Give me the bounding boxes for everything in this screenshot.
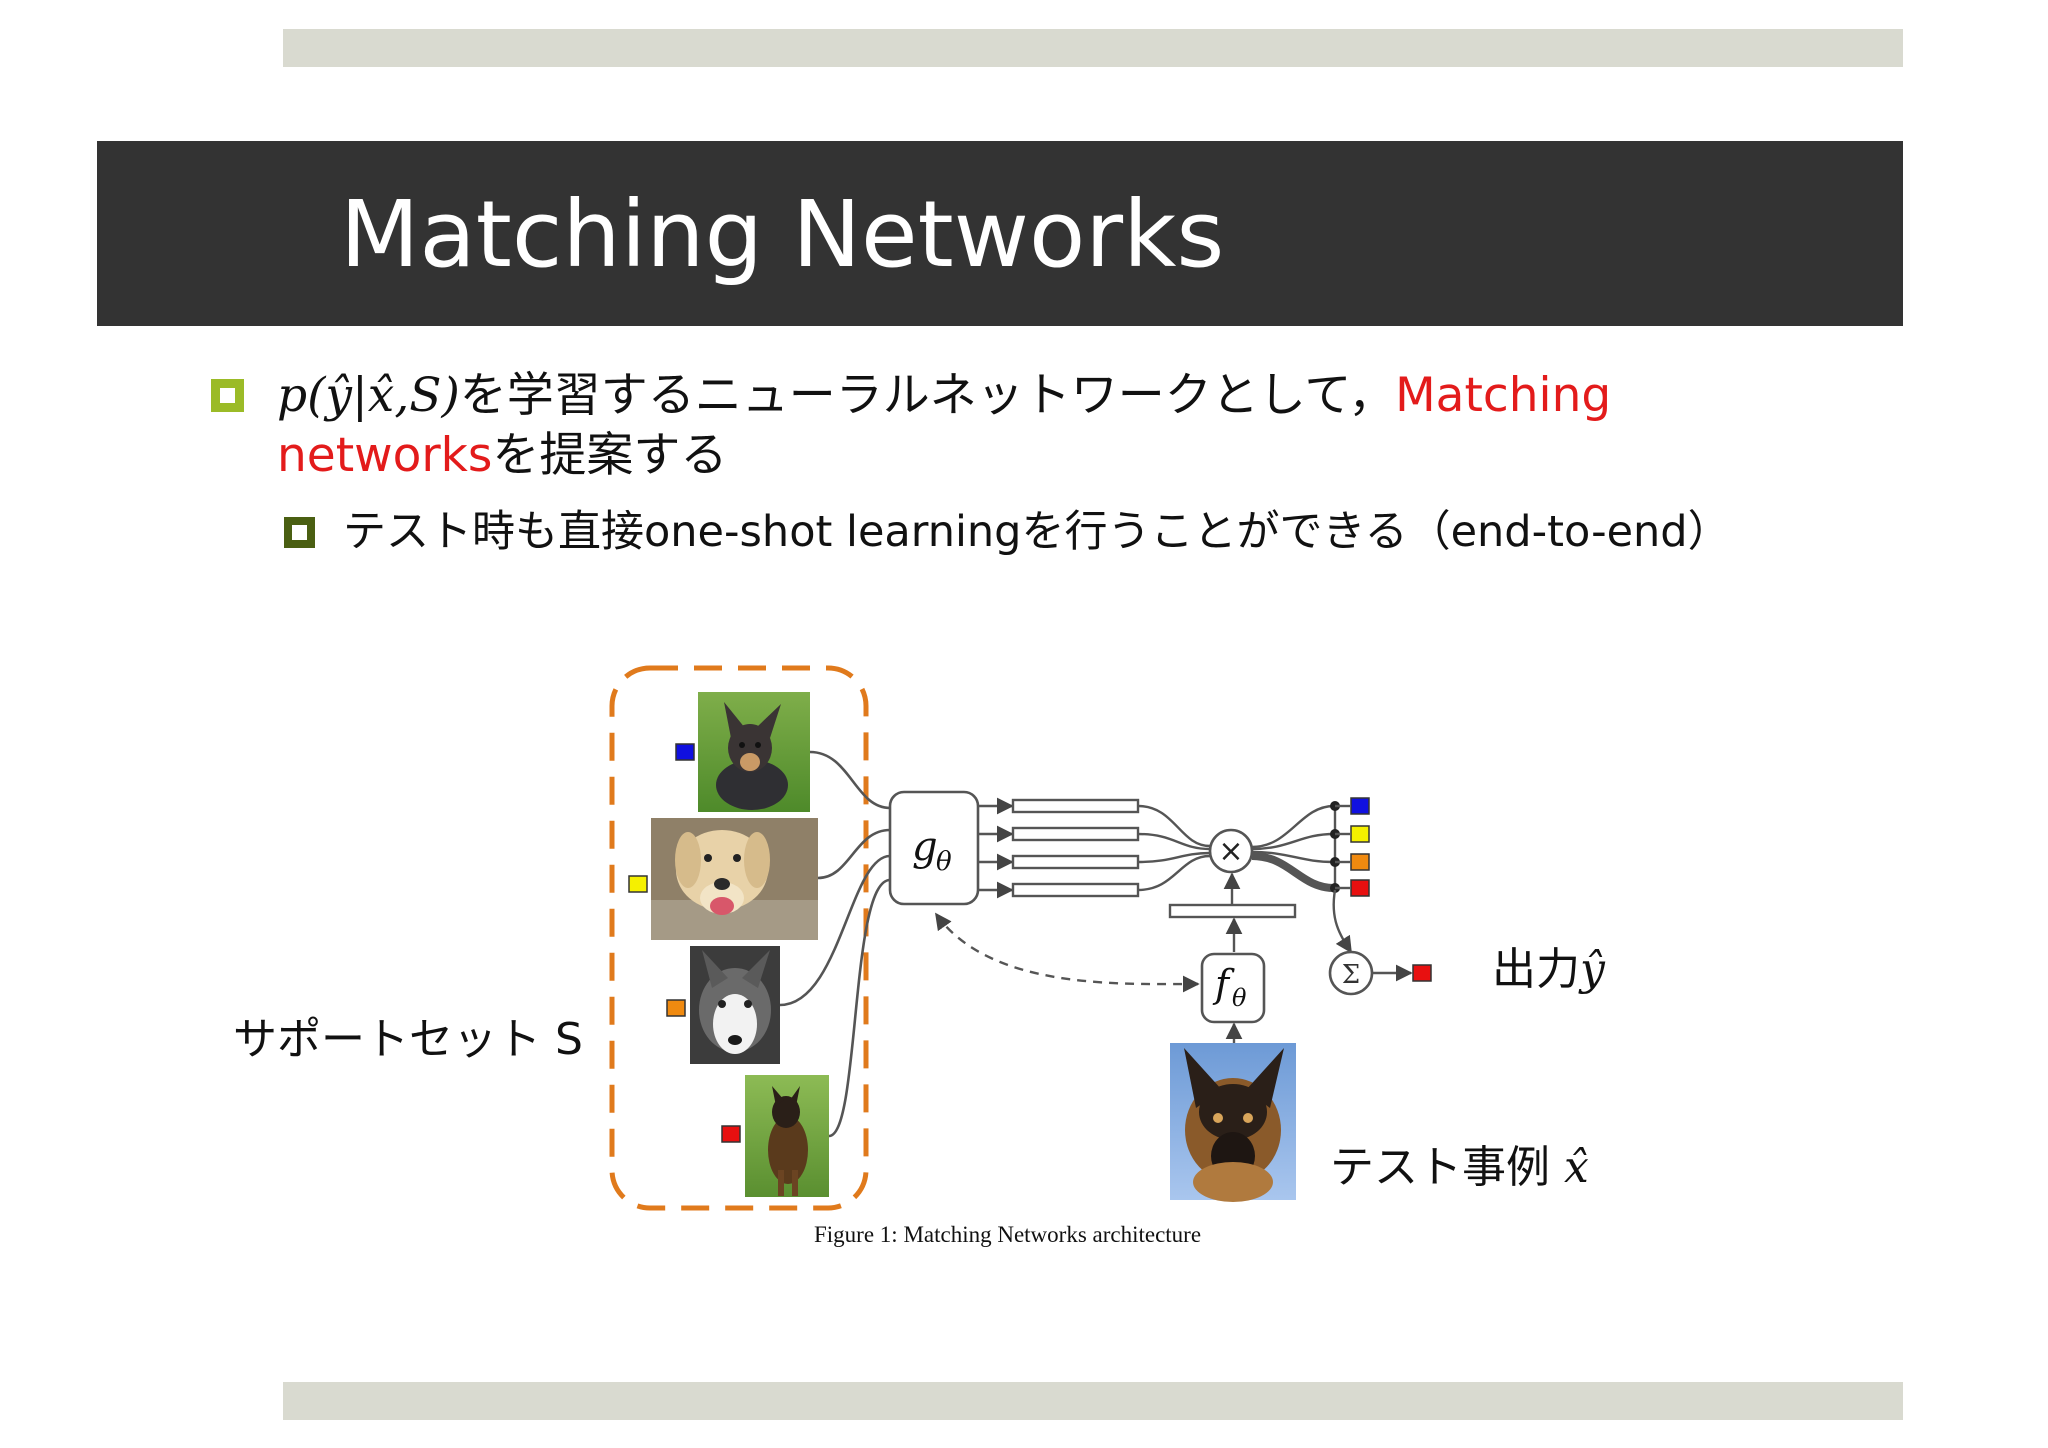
bottom-band [283,1382,1903,1420]
test-example-label: テスト事例 x̂ [1330,1138,1589,1198]
bullet-1-line-2: networksを提案する [277,426,727,486]
support-image-husky [690,946,780,1064]
slide-title: Matching Networks [340,181,1225,288]
highlight-networks: networks [277,428,493,483]
class-marker-orange [666,999,686,1017]
times-icon: × [1218,834,1243,869]
f-subscript-theta: θ [1232,984,1247,1012]
support-embeddings [1011,798,1140,898]
title-bar: Matching Networks [97,141,1903,326]
bullet-1-text-end: を提案する [492,428,728,483]
sigma-icon: Σ [1342,960,1360,990]
query-embedding [1168,903,1297,919]
g-theta-box [888,790,980,906]
output-class-orange [1350,853,1370,871]
g-subscript-theta: θ [936,847,952,877]
test-image-german-shepherd [1170,1043,1296,1202]
highlight-matching: Matching [1395,368,1612,423]
support-image-german-shepherd [745,1075,829,1197]
f-g-dependency-arrow [935,912,1200,993]
bullet-square-icon [211,379,244,412]
bullet-2-text: テスト時も直接one-shot learningを行うことができる（end-to… [343,507,1731,557]
bullet-1-text: を学習するニューラルネットワークとして， [459,368,1396,423]
output-label: 出力ŷ [1492,940,1605,1000]
g-symbol: g [912,824,938,870]
class-marker-yellow [628,875,648,893]
class-marker-blue [675,743,695,761]
class-marker-red [721,1125,741,1143]
top-band [283,29,1903,67]
embedding-to-attention-connectors [1137,804,1211,892]
support-set-box [609,665,869,1211]
support-image-chihuahua [698,692,810,812]
g-output-arrows [978,797,1014,899]
support-to-g-connectors [779,750,891,1138]
f-theta-box [1200,952,1266,1024]
output-class-blue [1350,797,1370,815]
support-set-label: サポートセット S [233,1014,583,1065]
output-class-yellow [1350,825,1370,843]
class-output-stubs [1335,804,1350,890]
figure-caption: Figure 1: Matching Networks architecture [814,1222,1202,1247]
test-example-label-symbol: x̂ [1564,1142,1589,1193]
output-label-text: 出力 [1492,944,1580,995]
sub-bullet-square-icon [284,517,315,548]
test-example-label-text: テスト事例 [1330,1142,1550,1193]
output-label-symbol: ŷ [1580,944,1605,995]
formula: p(ŷ|x̂,S) [277,368,460,423]
to-sum-arrow [1332,889,1353,954]
support-image-labrador [651,818,818,940]
attention-output-connectors [1251,804,1335,892]
predicted-class-red [1412,964,1432,982]
output-class-red [1350,879,1370,897]
bullet-1-line-1: p(ŷ|x̂,S)を学習するニューラルネットワークとして，Matching [277,366,1611,426]
